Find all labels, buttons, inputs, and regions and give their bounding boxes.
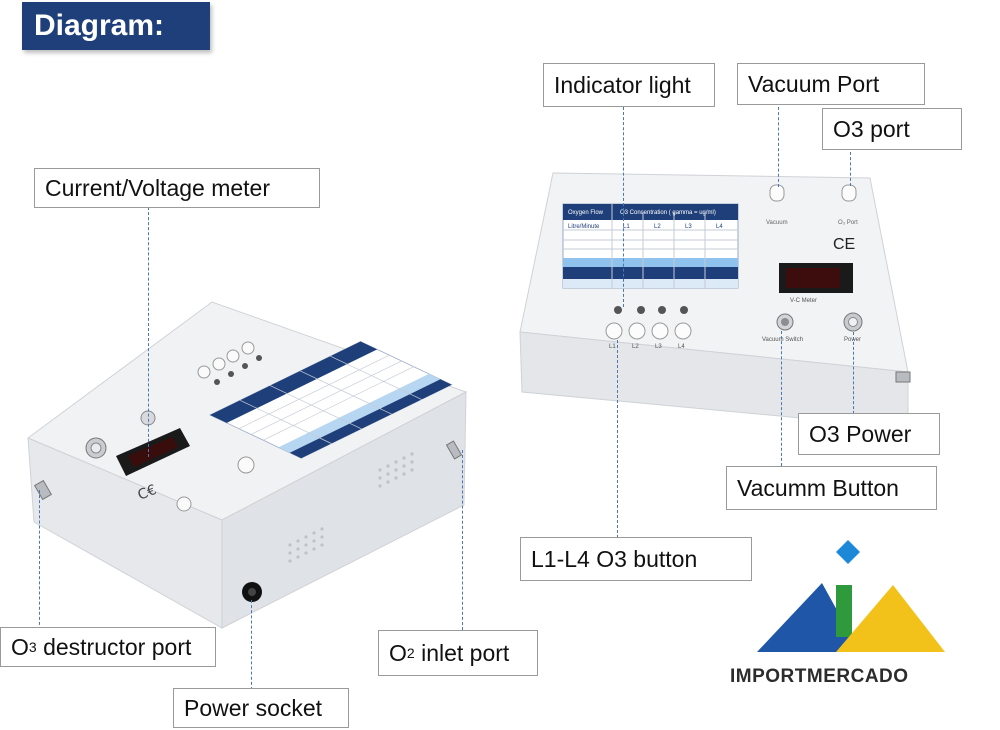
o3-port-label: O₃ Port xyxy=(838,220,858,226)
callout-o3-port: O3 port xyxy=(822,108,962,150)
right-concentration-table: Oxygen Flow O3 Concentration ( gamma = u… xyxy=(562,203,739,289)
table-level-3: L3 xyxy=(685,224,692,230)
inlet-rest: inlet port xyxy=(414,639,510,666)
indicator-leader-line xyxy=(623,107,624,307)
o3-power-leader-line xyxy=(853,332,854,414)
destructor-sub: 3 xyxy=(28,639,37,655)
ce-mark: CE xyxy=(833,236,855,253)
indicator-light-icon xyxy=(637,306,645,314)
vacuum-button-leader-line xyxy=(781,331,782,466)
indicator-light-icon xyxy=(658,306,666,314)
callout-o3-power: O3 Power xyxy=(798,413,940,455)
callout-power-socket: Power socket xyxy=(173,688,349,728)
callout-vacuum-button: Vacumm Button xyxy=(726,466,937,510)
callout-vacuum-port: Vacuum Port xyxy=(737,63,925,105)
l1-l4-leader-line xyxy=(617,340,618,538)
brand-logo xyxy=(757,540,945,652)
left-device-photo: C€ xyxy=(26,301,468,629)
btn-label-l1: L1 xyxy=(609,344,616,350)
o3-port-leader-line xyxy=(850,152,851,186)
power-label: Power xyxy=(844,337,861,343)
power-socket-leader-line xyxy=(251,600,252,690)
table-col1-label: Oxygen Flow xyxy=(568,210,604,216)
o3-port-icon xyxy=(841,184,857,202)
indicator-light-icon xyxy=(614,306,622,314)
l1-button-icon xyxy=(605,322,623,340)
inlet-leader-line xyxy=(462,450,463,630)
destructor-o: O xyxy=(11,633,29,660)
vacuum-switch-label: Vacuum Switch xyxy=(762,337,803,343)
callout-l1-l4-o3-button: L1-L4 O3 button xyxy=(520,537,752,581)
destructor-leader-line xyxy=(39,490,40,630)
right-device-photo: Oxygen Flow O3 Concentration ( gamma = u… xyxy=(519,172,911,429)
left-concentration-table xyxy=(209,341,453,459)
btn-label-l2: L2 xyxy=(632,344,639,350)
vacuum-port-icon xyxy=(769,184,785,202)
table-col2-label: O3 Concentration ( gamma = ug/ml) xyxy=(620,210,716,216)
svg-text:C€: C€ xyxy=(136,482,159,504)
vc-meter-label: V-C Meter xyxy=(790,298,817,304)
callout-current-voltage-meter: Current/Voltage meter xyxy=(34,168,320,208)
l3-button-icon xyxy=(651,322,669,340)
btn-label-l4: L4 xyxy=(678,344,685,350)
brand-name: IMPORTMERCADO xyxy=(730,666,909,687)
callout-indicator-light: Indicator light xyxy=(543,63,715,107)
diagram-title: Diagram: xyxy=(22,2,210,50)
inlet-o: O xyxy=(389,639,407,666)
indicator-light-icon xyxy=(680,306,688,314)
l2-button-icon xyxy=(628,322,646,340)
table-level-2: L2 xyxy=(654,224,661,230)
btn-label-l3: L3 xyxy=(655,344,662,350)
meter-leader-line xyxy=(148,207,149,457)
l4-button-icon xyxy=(674,322,692,340)
vacuum-port-leader-line xyxy=(778,107,779,187)
destructor-rest: destructor port xyxy=(36,633,192,660)
table-sub-label: Litre/Minute xyxy=(568,224,600,230)
vacuum-label: Vacuum xyxy=(766,220,788,226)
table-level-1: L1 xyxy=(623,224,630,230)
table-level-4: L4 xyxy=(716,224,723,230)
inlet-sub: 2 xyxy=(406,645,415,661)
